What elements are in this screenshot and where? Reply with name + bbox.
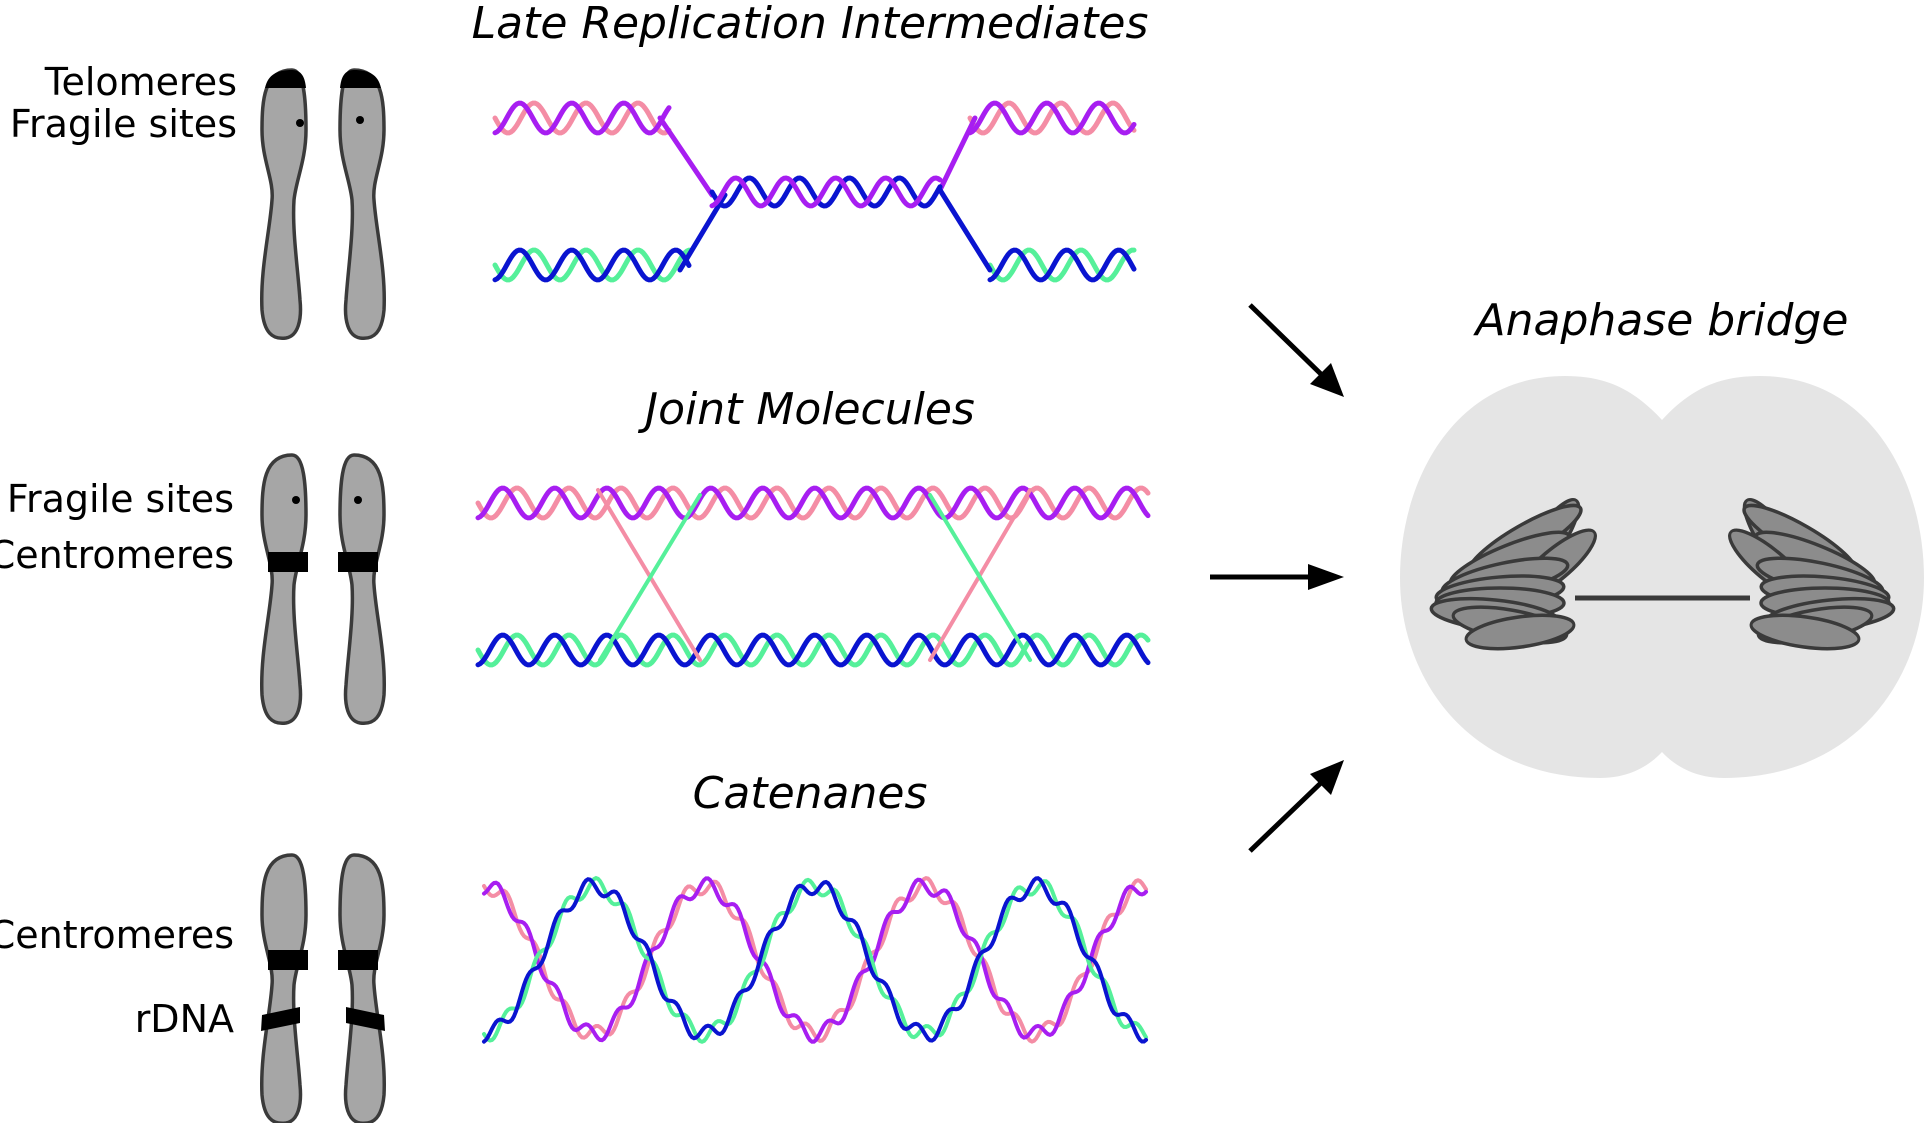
fragile-site-dot xyxy=(296,119,304,127)
chromatid-left xyxy=(259,68,308,341)
top-left-duplex-strand-b xyxy=(492,100,672,136)
telomere-band xyxy=(265,70,306,88)
arrow-down-right xyxy=(1248,303,1344,397)
chromosome-pair-row1 xyxy=(259,68,387,341)
fragile-site-dot xyxy=(292,496,300,504)
chromatid-left xyxy=(259,853,308,1123)
bottom-right-duplex-strand-a xyxy=(987,247,1137,283)
arrows xyxy=(1210,303,1344,853)
row1-labels: Telomeres Fragile sites xyxy=(10,60,237,146)
top-left-duplex-strand-a xyxy=(492,100,672,136)
label-fragile-sites: Fragile sites xyxy=(10,102,237,146)
telomere-band xyxy=(340,70,381,88)
title-joint-molecules: Joint Molecules xyxy=(637,384,975,435)
bottom-right-duplex-strand-b xyxy=(987,247,1137,283)
title-late-replication-intermediates: Late Replication Intermediates xyxy=(472,0,1149,49)
crossover-pink-left xyxy=(596,488,702,662)
crossover-green-left xyxy=(598,493,702,662)
anaphase-cell xyxy=(1400,376,1924,778)
bottom-duplex-strand-a xyxy=(475,632,1151,668)
middle-duplex-strand-b xyxy=(709,175,943,209)
cell-body xyxy=(1400,376,1924,778)
chromosome-pair-row2 xyxy=(259,453,387,726)
chromatid-right xyxy=(338,68,387,341)
fragile-site-dot xyxy=(354,496,362,504)
catenane-duplex-1-strand-a xyxy=(482,876,1148,1044)
crossover-green-right xyxy=(928,493,1032,662)
row3-labels: Centromeres rDNA xyxy=(0,913,234,1041)
chromatid-right xyxy=(338,853,387,1123)
catenane-duplex-1-strand-b xyxy=(482,875,1148,1044)
dna-late-replication-intermediates xyxy=(492,100,1137,283)
top-right-duplex-strand-a xyxy=(967,100,1137,136)
centromere-band xyxy=(268,950,308,970)
bottom-duplex-strand-b xyxy=(475,632,1151,668)
label-centromeres: Centromeres xyxy=(0,533,234,577)
catenane-duplex-2-strand-b xyxy=(482,875,1148,1044)
top-duplex-strand-a xyxy=(475,485,1151,521)
label-rdna: rDNA xyxy=(135,997,234,1041)
dna-catenanes xyxy=(482,875,1148,1044)
fragile-site-dot xyxy=(356,116,364,124)
title-catenanes: Catenanes xyxy=(693,768,928,819)
chromosome-pair-row3 xyxy=(259,853,387,1123)
chromatid-right xyxy=(338,453,387,726)
label-centromeres: Centromeres xyxy=(0,913,234,957)
arrow-right xyxy=(1210,564,1344,590)
rdna-band xyxy=(261,1007,300,1031)
label-fragile-sites: Fragile sites xyxy=(7,477,234,521)
fork-strand-right-top xyxy=(937,115,978,193)
catenane-duplex-2-strand-a xyxy=(482,876,1148,1044)
row2-labels: Fragile sites Centromeres xyxy=(0,477,234,577)
fork-strand-right-bottom xyxy=(937,187,993,273)
label-telomeres: Telomeres xyxy=(44,60,237,104)
dna-joint-molecules xyxy=(475,485,1151,668)
fork-strand-left-bottom xyxy=(677,192,728,273)
chromatid-left xyxy=(259,453,308,726)
centromere-band xyxy=(268,552,308,572)
title-anaphase-bridge: Anaphase bridge xyxy=(1473,295,1849,346)
rdna-band xyxy=(346,1007,385,1031)
bottom-left-duplex-strand-a xyxy=(492,247,692,283)
centromere-band xyxy=(338,552,378,572)
centromere-band xyxy=(338,950,378,970)
arrow-up-right xyxy=(1248,760,1344,853)
fork-strand-left-top xyxy=(657,115,715,198)
middle-duplex-strand-a xyxy=(709,175,943,209)
top-duplex-strand-b xyxy=(475,485,1151,521)
